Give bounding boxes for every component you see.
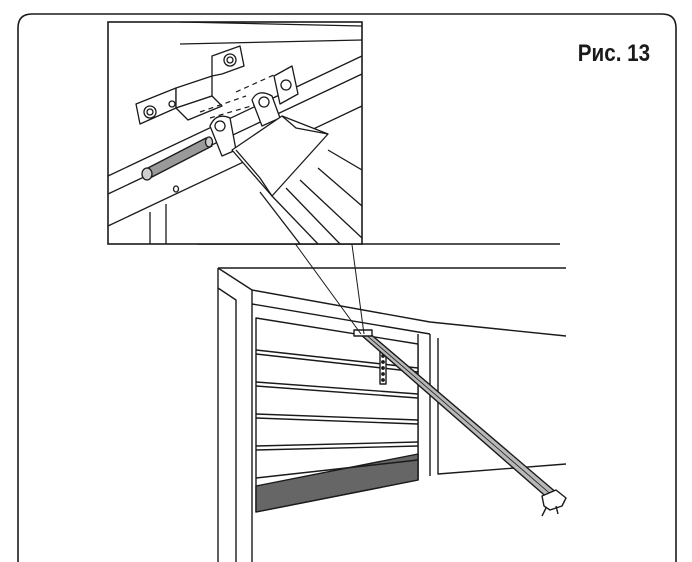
- rail-clevis: [209, 92, 329, 197]
- bracket-icon: [135, 45, 245, 125]
- door-bottom-panel: [255, 453, 419, 513]
- right-wall: [417, 334, 567, 480]
- garage-scene: [198, 167, 567, 562]
- door-section-line: [255, 417, 419, 425]
- garage-door: [255, 317, 419, 513]
- bolt: [168, 100, 176, 108]
- beam-line: [179, 22, 362, 27]
- door-section-line: [255, 353, 419, 373]
- opener-rail: [353, 329, 567, 517]
- door-section-line: [255, 413, 419, 421]
- outer-frame: [17, 13, 677, 562]
- beam-line: [108, 105, 362, 227]
- rail-header-bracket: [353, 329, 373, 337]
- beam-line: [108, 55, 362, 177]
- door-section-line: [255, 445, 419, 451]
- bracket-side: [175, 95, 223, 121]
- beam-line: [179, 39, 362, 45]
- door-section-line: [255, 381, 419, 395]
- nut-plate: [273, 65, 299, 105]
- motor-end: [541, 489, 567, 511]
- left-wall: [217, 267, 253, 562]
- door-header: [251, 289, 567, 337]
- wall-hole: [172, 185, 180, 193]
- detail-inset: [107, 21, 363, 245]
- door-section-line: [255, 349, 419, 369]
- assembly-guides: [199, 73, 277, 119]
- pin-icon: [141, 136, 214, 181]
- door-section-line: [255, 385, 419, 399]
- door-section-line: [255, 459, 419, 479]
- rail-profile: [259, 149, 362, 244]
- door-section-line: [255, 441, 419, 447]
- figure-label: Рис. 13: [577, 40, 650, 67]
